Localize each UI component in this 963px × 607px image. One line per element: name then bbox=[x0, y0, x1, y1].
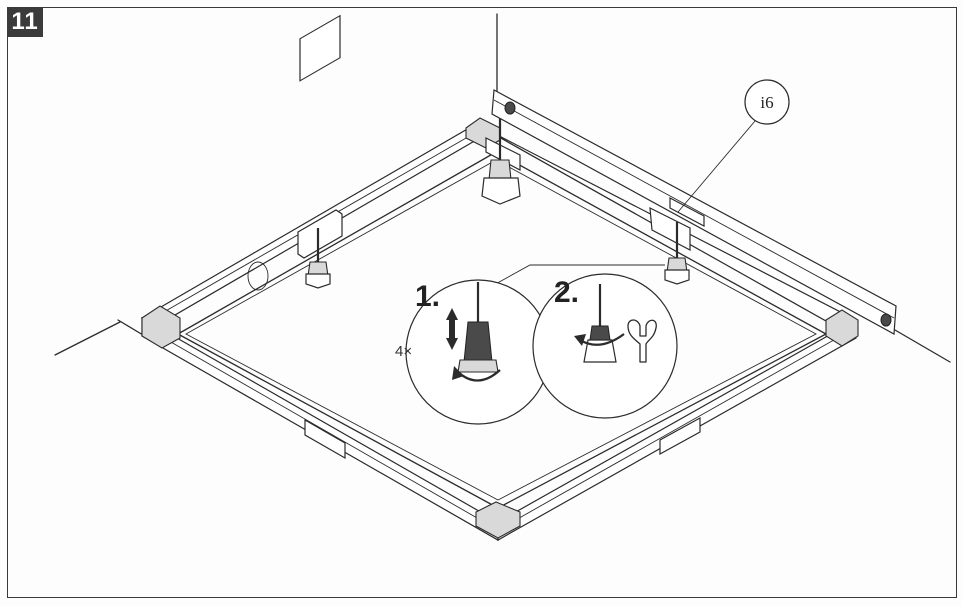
callout-circle bbox=[744, 79, 790, 125]
callout-i6: i6 bbox=[677, 79, 790, 213]
step-number-badge: 11 bbox=[7, 7, 43, 37]
base-frame bbox=[140, 14, 859, 542]
callout-leader bbox=[677, 120, 756, 213]
foot-left bbox=[305, 228, 331, 289]
step-2-label: 2. bbox=[554, 276, 579, 309]
lock-nut bbox=[589, 325, 611, 341]
up-down-arrow-icon bbox=[446, 308, 458, 350]
foot-right bbox=[664, 222, 690, 285]
foot-back bbox=[481, 118, 521, 205]
rotate-arrow-icon bbox=[574, 333, 625, 346]
detail-step-2: 2. bbox=[532, 273, 678, 419]
detail-step-1: 1. 4× bbox=[395, 279, 551, 425]
detail-leader bbox=[491, 264, 665, 287]
wrench-icon bbox=[627, 319, 657, 363]
page-border bbox=[7, 7, 957, 598]
step-1-label: 1. bbox=[415, 280, 440, 313]
callout-label: i6 bbox=[760, 93, 773, 112]
spirit-level-icon bbox=[491, 89, 897, 335]
step-1-count: 4× bbox=[395, 343, 412, 360]
adjustable-feet bbox=[305, 118, 690, 289]
wall-corner bbox=[54, 13, 951, 363]
rotate-arrow-icon bbox=[452, 366, 501, 382]
foot-close-up bbox=[463, 321, 493, 363]
